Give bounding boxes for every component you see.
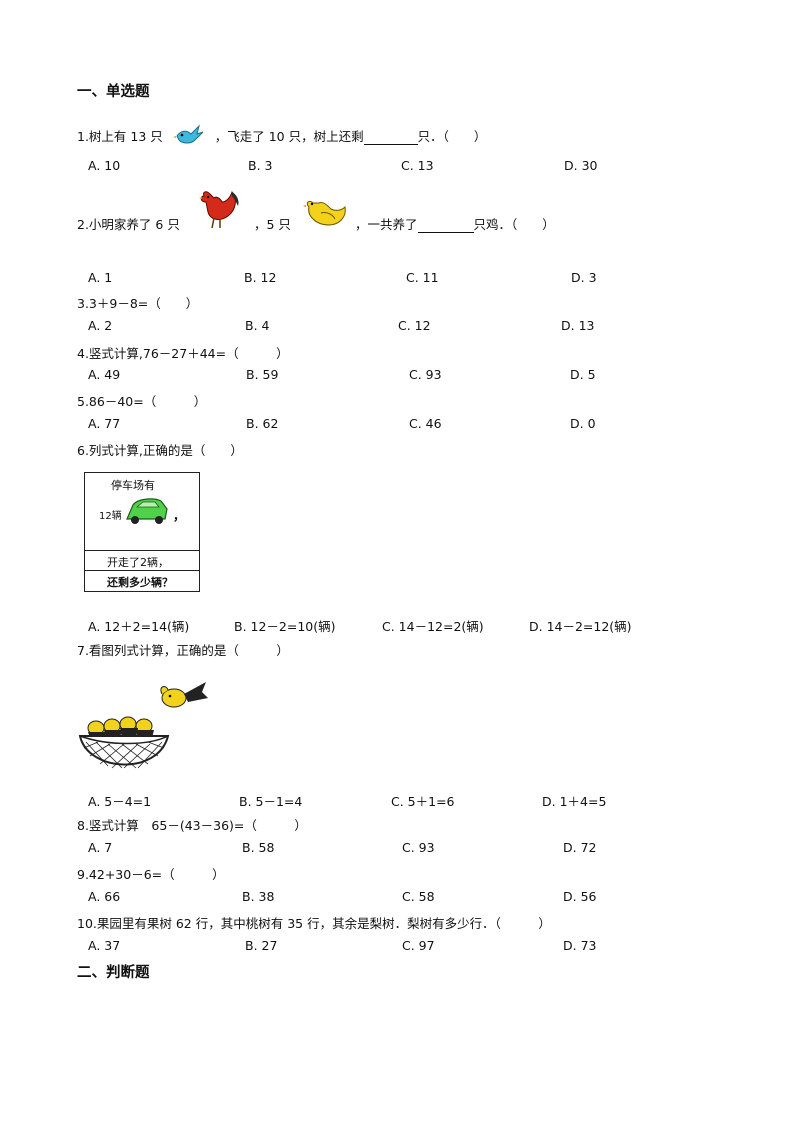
q10-option-c[interactable]: C. 97	[402, 938, 435, 953]
q4-option-d[interactable]: D. 5	[570, 367, 596, 382]
q1-option-b[interactable]: B. 3	[248, 158, 273, 173]
question-9-text: 9.42+30－6=（ ）	[77, 867, 225, 882]
q2-option-a[interactable]: A. 1	[88, 270, 113, 285]
question-2-text-a: 2.小明家养了 6 只	[77, 217, 180, 232]
question-6-text: 6.列式计算,正确的是（ ）	[77, 443, 243, 458]
bird-icon	[172, 122, 205, 153]
q6-option-a[interactable]: A. 12＋2=14(辆)	[88, 619, 190, 634]
answer-blank	[417, 217, 474, 233]
figure-line-1: 停车场有	[111, 479, 155, 492]
figure-line-2-comma: ，	[173, 509, 186, 523]
figure-line-3: 开走了2辆，	[107, 556, 169, 569]
q10-option-d[interactable]: D. 73	[563, 938, 597, 953]
q7-option-c[interactable]: C. 5＋1=6	[391, 794, 455, 809]
q8-option-b[interactable]: B. 58	[242, 840, 275, 855]
question-1-text-a: 1.树上有 13 只	[77, 129, 163, 144]
question-2-tail: ，一共养了 只鸡．（ ）	[355, 214, 555, 233]
q3-option-a[interactable]: A. 2	[88, 318, 113, 333]
question-7-text: 7.看图列式计算，正确的是（ ）	[77, 643, 289, 658]
q4-option-b[interactable]: B. 59	[246, 367, 279, 382]
question-8-text: 8.竖式计算 65－(43－36)=（ ）	[77, 818, 307, 833]
q7-option-b[interactable]: B. 5－1=4	[239, 794, 303, 809]
question-1-text-b: ，飞走了 10 只，树上还剩	[214, 129, 364, 144]
q5-option-a[interactable]: A. 77	[88, 416, 121, 431]
rooster-icon	[196, 186, 242, 233]
q8-option-c[interactable]: C. 93	[402, 840, 435, 855]
q2-option-b[interactable]: B. 12	[244, 270, 277, 285]
flying-chick-icon	[160, 682, 208, 708]
q9-option-b[interactable]: B. 38	[242, 889, 275, 904]
section-heading-single-choice: 一、单选题	[77, 84, 150, 100]
q5-option-b[interactable]: B. 62	[246, 416, 279, 431]
q9-option-a[interactable]: A. 66	[88, 889, 121, 904]
question-1-text-c: 只．（ ）	[417, 129, 487, 144]
q10-option-b[interactable]: B. 27	[245, 938, 278, 953]
q6-option-b[interactable]: B. 12－2=10(辆)	[234, 619, 336, 634]
section-heading-true-false: 二、判断题	[77, 965, 150, 981]
q6-option-c[interactable]: C. 14－12=2(辆)	[382, 619, 484, 634]
q9-option-c[interactable]: C. 58	[402, 889, 435, 904]
q5-option-d[interactable]: D. 0	[570, 416, 596, 431]
q8-option-a[interactable]: A. 7	[88, 840, 113, 855]
chicks-in-nest-figure	[78, 676, 214, 779]
car-icon	[123, 493, 171, 532]
q1-option-c[interactable]: C. 13	[401, 158, 434, 173]
hen-icon	[303, 193, 349, 234]
question-2-text-b: ，5 只	[254, 217, 291, 232]
q7-option-d[interactable]: D. 1＋4=5	[542, 794, 607, 809]
question-2-text-c: ，一共养了	[355, 217, 418, 232]
parking-lot-figure: 停车场有 12辆 ， 开走了2辆， 还剩多少辆？	[84, 472, 200, 592]
q9-option-d[interactable]: D. 56	[563, 889, 597, 904]
q10-option-a[interactable]: A. 37	[88, 938, 121, 953]
q6-option-d[interactable]: D. 14－2=12(辆)	[529, 619, 632, 634]
answer-blank	[363, 129, 418, 145]
question-10-text: 10.果园里有果树 62 行，其中桃树有 35 行，其余是梨树．梨树有多少行．（…	[77, 916, 551, 931]
q1-option-a[interactable]: A. 10	[88, 158, 121, 173]
q2-option-d[interactable]: D. 3	[571, 270, 597, 285]
figure-line-4: 还剩多少辆？	[107, 576, 173, 589]
q3-option-c[interactable]: C. 12	[398, 318, 431, 333]
q4-option-c[interactable]: C. 93	[409, 367, 442, 382]
q8-option-d[interactable]: D. 72	[563, 840, 597, 855]
q2-option-c[interactable]: C. 11	[406, 270, 439, 285]
question-2-text-d: 只鸡．（ ）	[473, 217, 555, 232]
q3-option-b[interactable]: B. 4	[245, 318, 270, 333]
q5-option-c[interactable]: C. 46	[409, 416, 442, 431]
question-3-text: 3.3＋9－8=（ ）	[77, 296, 199, 311]
question-1: 1.树上有 13 只 ，飞走了 10 只，树上还剩 只．（ ）	[77, 122, 486, 153]
q4-option-a[interactable]: A. 49	[88, 367, 121, 382]
question-5-text: 5.86－40=（ ）	[77, 394, 207, 409]
figure-line-2-count: 12辆	[99, 511, 122, 522]
q1-option-d[interactable]: D. 30	[564, 158, 598, 173]
q3-option-d[interactable]: D. 13	[561, 318, 595, 333]
q7-option-a[interactable]: A. 5－4=1	[88, 794, 152, 809]
question-4-text: 4.竖式计算,76－27＋44=（ ）	[77, 346, 289, 361]
